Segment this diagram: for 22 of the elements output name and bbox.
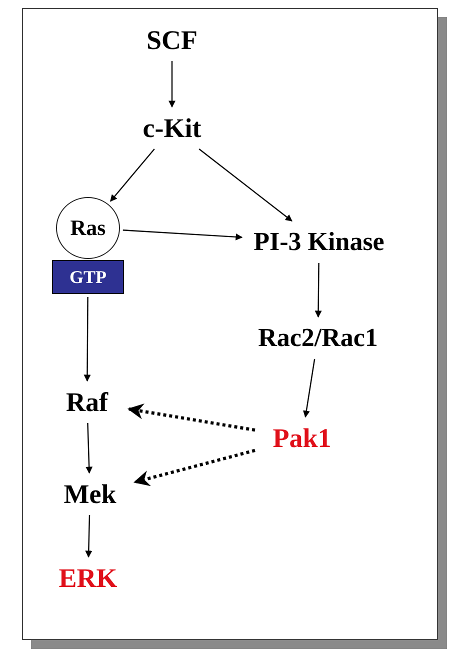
- node-label: Mek: [48, 476, 132, 512]
- arrow: [84, 297, 91, 382]
- arrow: [110, 148, 155, 202]
- dotted-arrow: [133, 448, 256, 486]
- dotted-arrow: [127, 404, 256, 432]
- node-label: c-Kit: [126, 110, 218, 146]
- node-label: Ras: [70, 215, 106, 241]
- node-label: SCF: [132, 22, 212, 58]
- arrow: [85, 514, 92, 558]
- node-label: ERK: [48, 560, 128, 596]
- arrow: [122, 230, 243, 240]
- node-label: Rac2/Rac1: [256, 320, 380, 356]
- gtp-box: [52, 260, 124, 294]
- arrow: [86, 422, 93, 474]
- arrow: [168, 61, 176, 108]
- arrow: [198, 148, 292, 222]
- node-label: Pak1: [258, 420, 346, 456]
- node-label: PI-3 Kinase: [245, 224, 393, 260]
- node-label: Raf: [48, 384, 126, 420]
- arrow: [314, 263, 322, 318]
- arrow: [302, 358, 316, 418]
- node-label: GTP: [69, 266, 106, 288]
